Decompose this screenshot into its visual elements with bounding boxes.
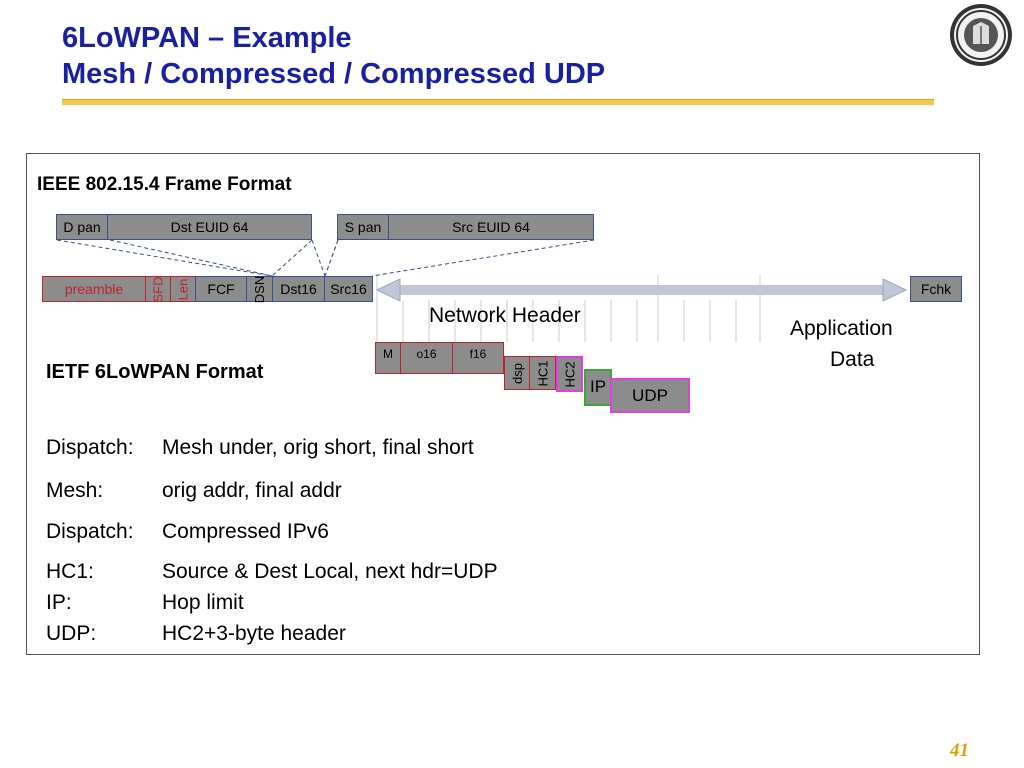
title-underline [62,99,934,105]
fcf-field: FCF [195,276,247,302]
university-seal-icon [950,4,1012,66]
dsn-field: DSN [246,275,273,303]
slide-title-line-1: 6LoWPAN – Example [62,22,352,54]
desc-key-4: HC1: [46,560,94,583]
dsp-field: dsp [504,356,530,390]
application-data-label-line-2: Data [830,348,875,371]
udp-field: UDP [610,378,690,413]
desc-value-2: orig addr, final addr [162,479,342,502]
s-pan-field: S pan [337,214,389,240]
preamble-field: preamble [42,276,146,302]
desc-key-6: UDP: [46,622,97,645]
src-euid-field: Src EUID 64 [388,214,594,240]
mesh-f16-field: f16 [452,342,504,374]
mesh-m-field: M [375,342,401,374]
src16-field: Src16 [324,276,373,302]
desc-value-1: Mesh under, orig short, final short [162,436,474,459]
desc-value-6: HC2+3-byte header [162,622,346,645]
application-data-label-line-1: Application [790,317,893,340]
fchk-field: Fchk [910,276,962,302]
desc-value-4: Source & Dest Local, next hdr=UDP [162,560,498,583]
hc1-field: HC1 [529,356,556,390]
desc-key-2: Mesh: [46,479,104,502]
sfd-field: SFD [145,276,171,302]
desc-key-3: Dispatch: [46,520,134,543]
lowpan-format-heading: IETF 6LoWPAN Format [46,361,264,383]
network-header-label: Network Header [429,304,581,327]
diagram-panel [26,153,980,655]
d-pan-field: D pan [56,214,108,240]
desc-value-3: Compressed IPv6 [162,520,329,543]
desc-key-5: IP: [46,591,72,614]
dst-euid-field: Dst EUID 64 [107,214,312,240]
desc-value-5: Hop limit [162,591,244,614]
dst16-field: Dst16 [272,276,325,302]
desc-key-1: Dispatch: [46,436,134,459]
len-field: Len [170,276,196,302]
mesh-o16-field: o16 [400,342,453,374]
hc2-field: HC2 [556,356,583,392]
ip-field: IP [584,369,612,406]
slide-title-line-2: Mesh / Compressed / Compressed UDP [62,58,606,90]
frame-format-heading: IEEE 802.15.4 Frame Format [37,174,292,195]
page-number: 41 [950,740,969,761]
